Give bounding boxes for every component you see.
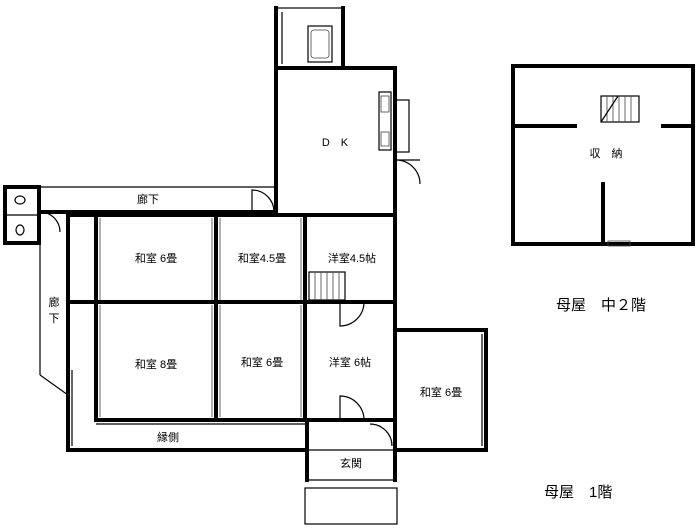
label-washitsu-6-b: 和室 6畳 [241,355,283,369]
label-genkan: 玄関 [340,456,362,470]
stairs-1f [308,271,346,301]
label-washitsu-6-c: 和室 6畳 [420,385,462,399]
toilet-block [3,185,61,245]
kitchen-counter-icon [378,91,392,151]
caption-mezzanine: 母屋 中２階 [556,297,646,314]
label-corridor-top: 廊下 [137,192,159,206]
bathtub-icon [307,25,333,63]
label-corridor-side-2: 下 [49,313,60,325]
label-dk: D K [322,137,349,149]
side-corridor [39,243,69,396]
label-corridor-side-1: 廊 [49,295,60,309]
caption-1f: 母屋 1階 [544,484,612,501]
label-storage: 収 納 [590,147,623,160]
label-engawa: 縁側 [157,430,179,444]
label-youshitsu-6: 洋室 6帖 [329,355,371,369]
genkan-area [304,418,398,525]
label-washitsu-8: 和室 8畳 [135,357,177,371]
toilet-icon [14,195,26,205]
plan-1f: D K 廊下 廊 下 和室 6畳 和室4.5畳 洋室4.5帖 和室 8畳 和室 … [3,6,488,525]
plan-mezzanine: 収 納 [511,64,695,247]
label-washitsu-6-a: 和室 6畳 [135,251,177,265]
dk-room [274,66,421,214]
top-corridor [38,186,278,214]
bath-block [274,6,345,70]
label-youshitsu-45: 洋室4.5帖 [328,251,376,265]
stairs-mezz-icon [600,95,640,123]
toilet-icon-2 [15,224,25,236]
label-washitsu-45: 和室4.5畳 [238,251,286,265]
